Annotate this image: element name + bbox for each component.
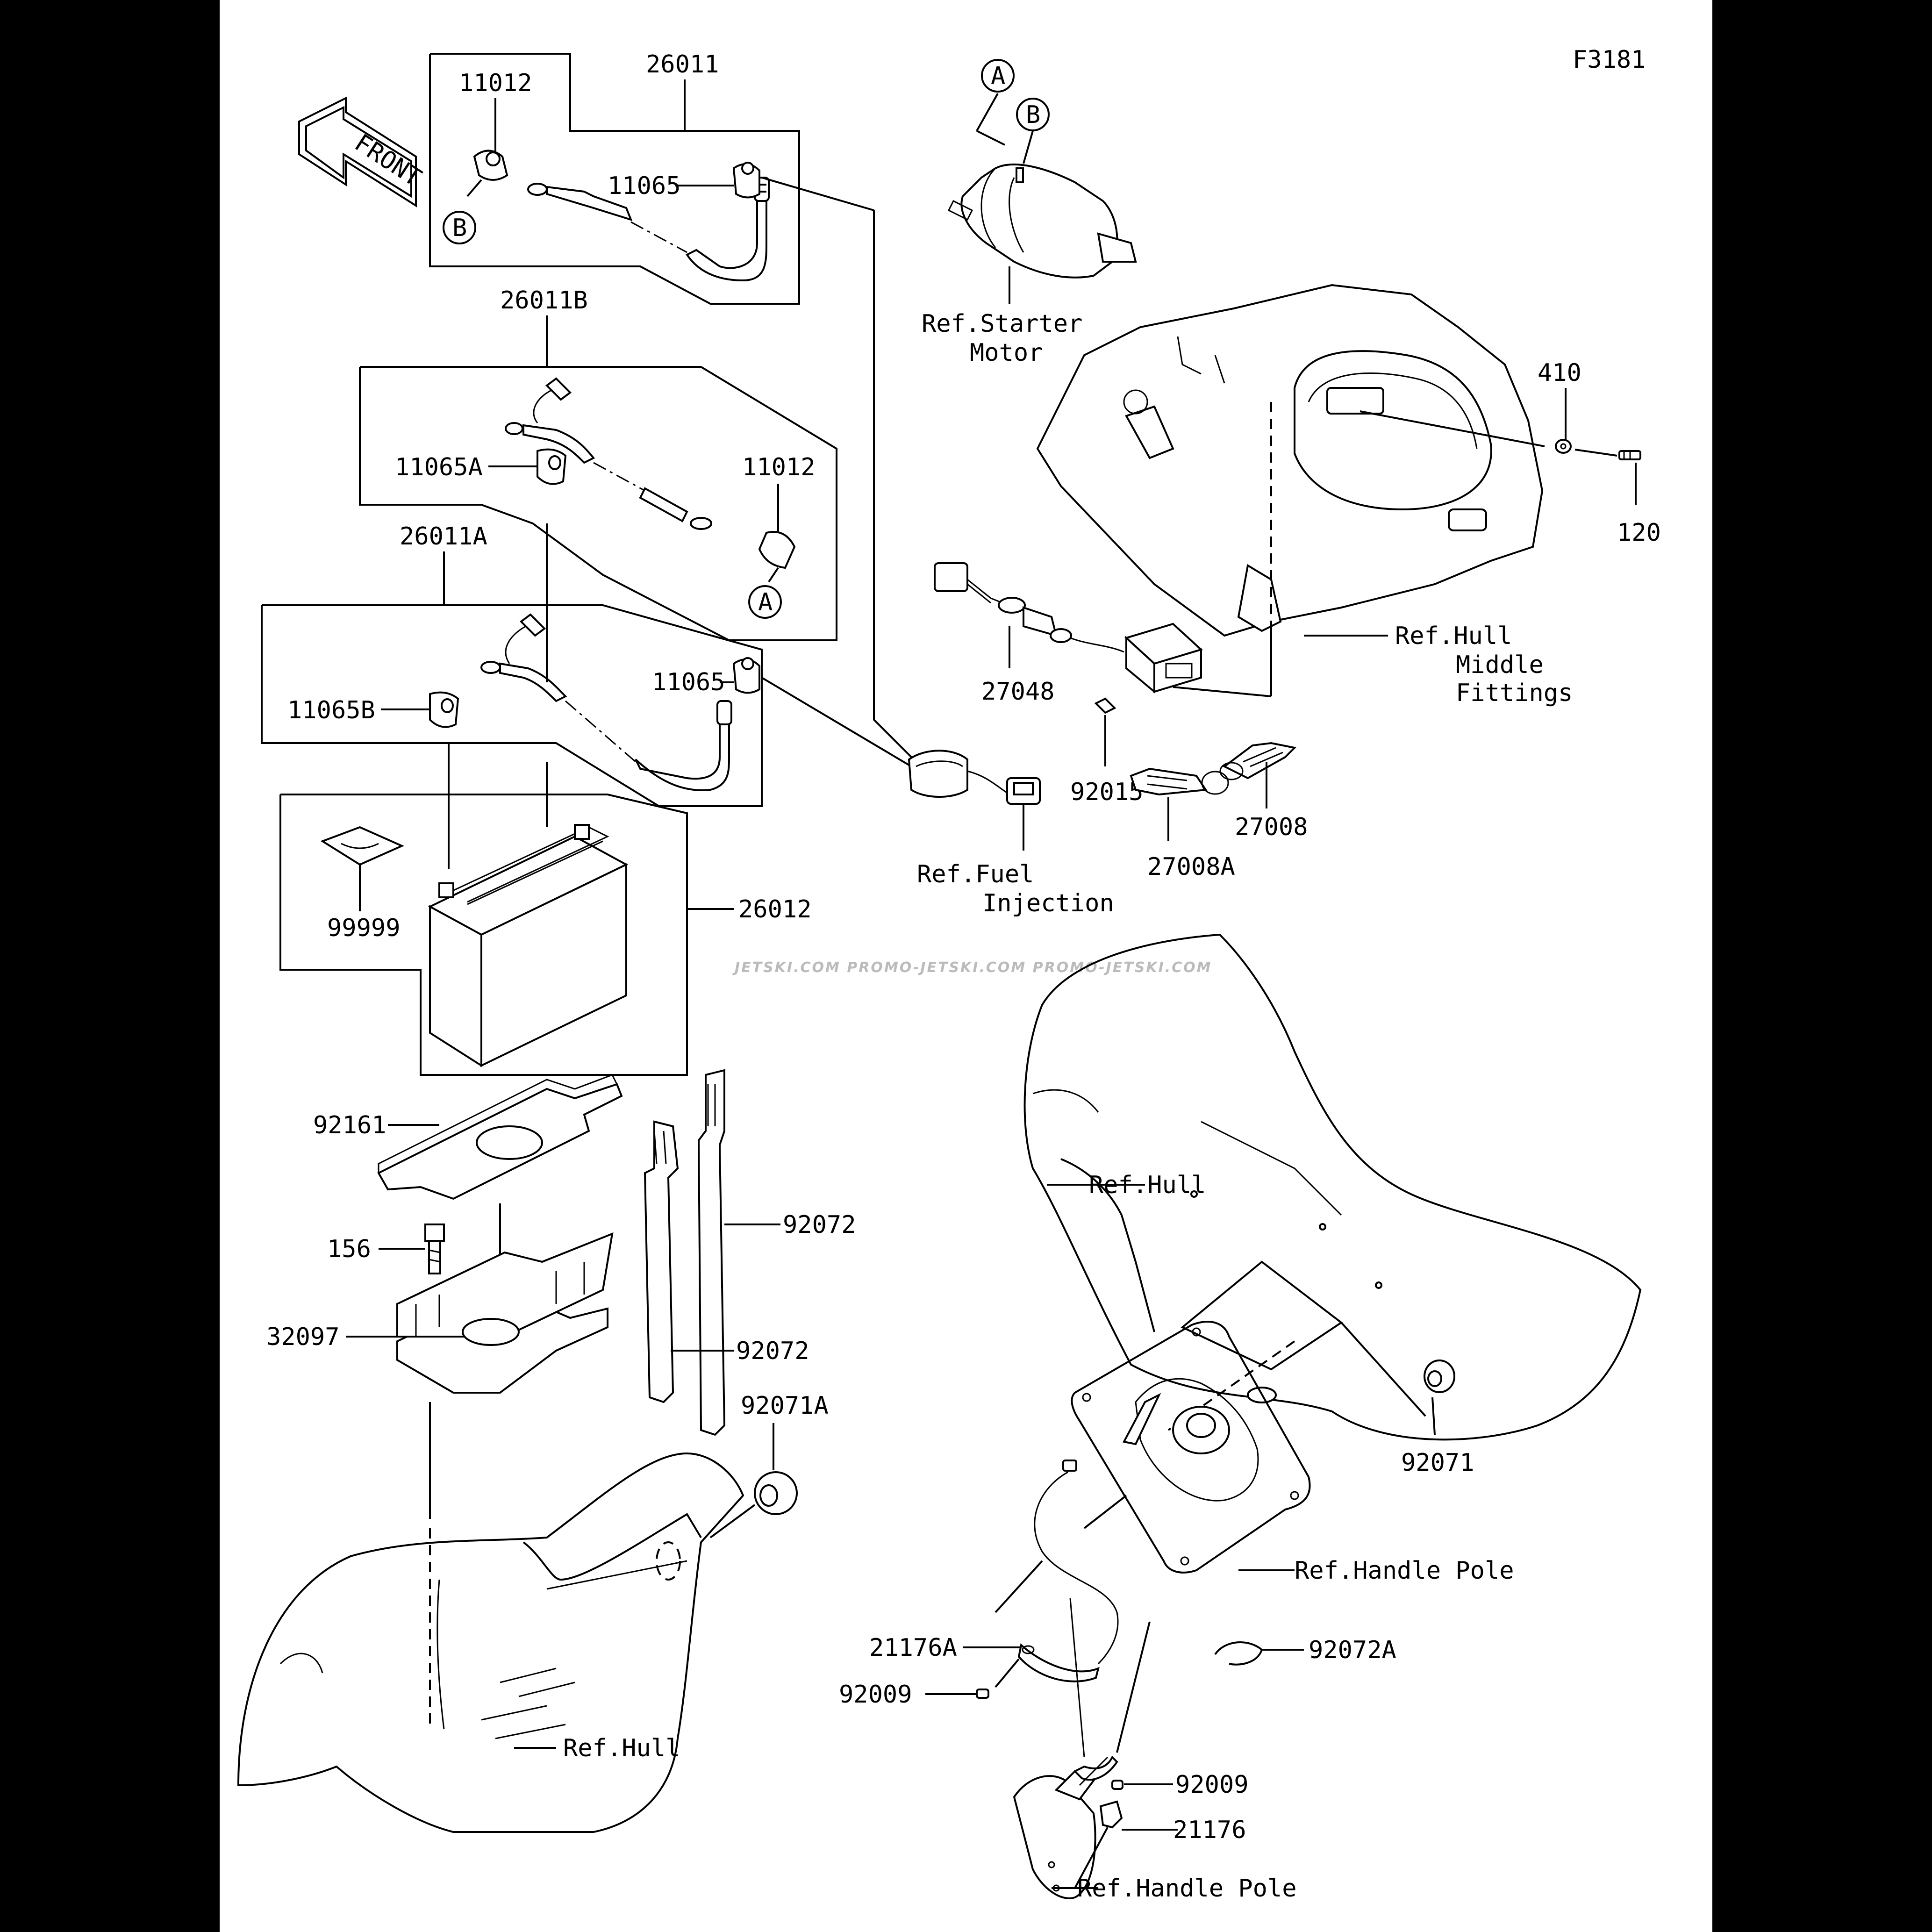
label-26012: 26012 [738, 895, 812, 923]
parts-diagram-sheet: F3181 FRONT 26011 11012 B 11065 26011B [220, 0, 1712, 1932]
label-26011b: 26011B [500, 286, 588, 315]
label-99999: 99999 [327, 914, 401, 942]
harness-27048 [934, 562, 1124, 653]
label-21176: 21176 [1173, 1816, 1246, 1844]
label-11065-mid: 11065 [652, 668, 725, 696]
hull-bottom-left [237, 1452, 744, 1833]
label-92161: 92161 [313, 1111, 386, 1139]
label-27008a: 27008A [1147, 853, 1235, 881]
battery-cover-92161 [377, 1074, 623, 1200]
callout-b2 [1016, 98, 1050, 131]
hull-middle-fittings [1036, 284, 1544, 637]
label-11012-top: 11012 [459, 69, 532, 97]
label-ref-hull-mid-1: Ref.Hull [1395, 622, 1512, 650]
cable-26011b-frame [359, 366, 837, 641]
callout-b2-text: B [1026, 101, 1040, 129]
callout-a2 [981, 59, 1015, 93]
label-ref-fuel-1: Ref.Fuel [917, 860, 1034, 888]
key-27008a [1130, 767, 1229, 796]
label-ref-starter-1: Ref.Starter [922, 310, 1082, 338]
label-92009-b: 92009 [1175, 1771, 1249, 1799]
ecu-module [1124, 623, 1203, 694]
label-120: 120 [1617, 519, 1661, 547]
label-92072a: 92072A [1309, 1636, 1396, 1664]
label-92072-b: 92072 [736, 1337, 809, 1365]
label-ref-hull-mid-2: Middle [1456, 651, 1544, 679]
terminal-cap-11065-mid [732, 657, 760, 694]
cable-26011b [505, 377, 712, 530]
label-156: 156 [327, 1235, 371, 1263]
clip-92072a [1214, 1641, 1263, 1666]
terminal-cap-11012-top [473, 150, 508, 181]
label-ref-handle-pole-2: Ref.Handle Pole [1077, 1875, 1297, 1903]
screw-92009-a [976, 1689, 989, 1699]
label-ref-hull-mid-3: Fittings [1456, 679, 1573, 707]
sensor-cable [1034, 1460, 1119, 1665]
callout-b1 [443, 211, 476, 244]
key-27008 [1219, 742, 1297, 780]
label-ref-starter-2: Motor [970, 339, 1043, 367]
figure-id: F3181 [1573, 46, 1646, 74]
label-ref-handle-pole-1: Ref.Handle Pole [1295, 1557, 1514, 1585]
parts-diagram: F3181 FRONT 26011 11012 B 11065 26011B [237, 46, 1661, 1903]
bracket-21176a [1017, 1643, 1100, 1682]
bracket-21176 [1099, 1800, 1123, 1829]
battery-frame [279, 794, 688, 1076]
fuel-injection-relay [908, 750, 1041, 805]
bolt-156 [424, 1224, 445, 1274]
label-ref-hull-right: Ref.Hull [1089, 1171, 1206, 1199]
label-ref-fuel-2: Injection [982, 889, 1114, 917]
callout-a1 [748, 585, 782, 619]
label-ref-hull-bottom: Ref.Hull [563, 1734, 680, 1762]
label-92015: 92015 [1070, 778, 1144, 806]
terminal-cap-11065b [429, 691, 459, 728]
terminal-cap-11065a [537, 448, 567, 485]
battery-case-32097 [396, 1232, 614, 1394]
cable-26011a [480, 613, 732, 791]
label-11012-mid: 11012 [742, 453, 816, 481]
callout-a1-text: A [758, 588, 773, 616]
handle-pole-plate [1071, 1321, 1311, 1574]
front-arrow-icon: FRONT [298, 96, 426, 208]
terminal-cap-11012-mid [758, 531, 796, 569]
label-11065a: 11065A [395, 453, 483, 481]
grommet-92071 [1424, 1360, 1455, 1393]
label-26011a: 26011A [400, 522, 487, 551]
cable-26011a-frame [261, 604, 763, 807]
battery-26012 [428, 824, 629, 1067]
label-92072-a: 92072 [783, 1211, 856, 1239]
screw-92009-b [1111, 1780, 1123, 1790]
clip-92015 [1094, 697, 1116, 714]
label-92071a: 92071A [741, 1392, 829, 1420]
label-410: 410 [1538, 359, 1581, 387]
label-32097: 32097 [266, 1323, 340, 1351]
callout-a2-text: A [991, 62, 1005, 90]
label-11065-top: 11065 [608, 172, 681, 200]
label-21176a: 21176A [869, 1634, 957, 1662]
screw-120 [1618, 450, 1641, 460]
nut-410 [1555, 439, 1572, 454]
label-27008: 27008 [1235, 813, 1308, 841]
label-92009-a: 92009 [839, 1681, 912, 1709]
grommet-92071a [754, 1471, 798, 1515]
label-27048: 27048 [981, 678, 1055, 706]
watermark: JETSKI.COM PROMO-JETSKI.COM PROMO-JETSKI… [732, 959, 1212, 976]
cable-26011-frame [429, 53, 800, 305]
strap-92072-a [697, 1069, 726, 1436]
starter-motor [947, 163, 1137, 279]
terminal-cap-11065-top [732, 162, 760, 199]
handle-pole-lower [1013, 1755, 1118, 1899]
strap-92072-b [644, 1120, 679, 1403]
label-92071: 92071 [1401, 1449, 1474, 1477]
label-26011: 26011 [646, 50, 719, 79]
label-11065b: 11065B [287, 696, 375, 724]
grease-packet-99999 [320, 826, 404, 866]
callout-b1-text: B [452, 214, 467, 242]
